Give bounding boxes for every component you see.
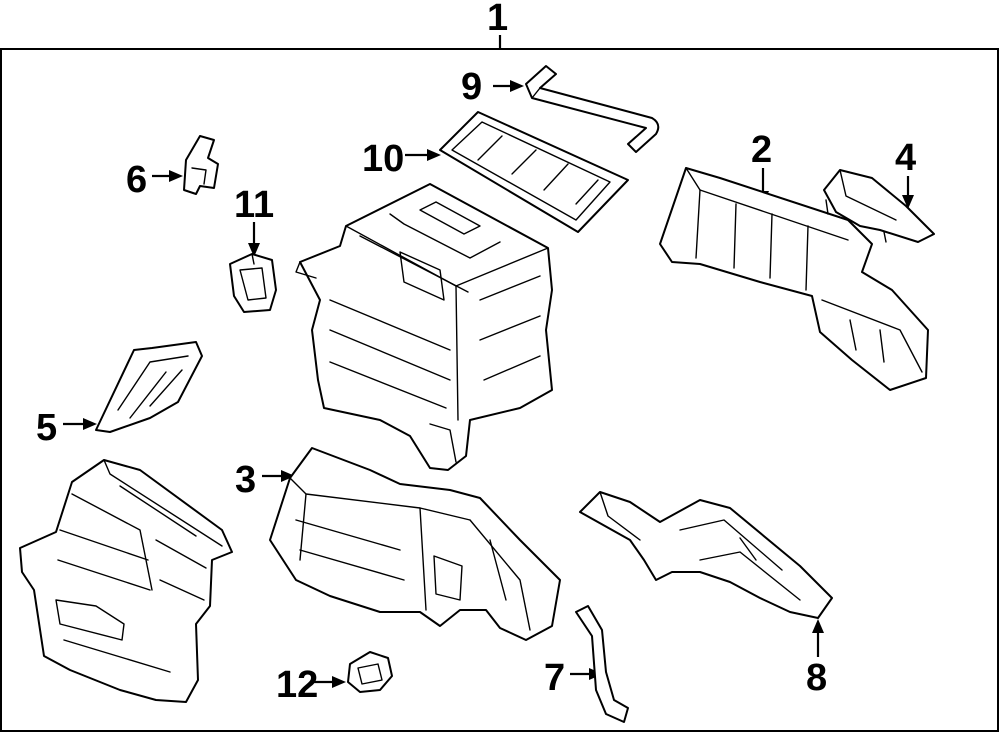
part-4-duct[interactable] bbox=[823, 169, 935, 243]
callout-10[interactable]: 10 bbox=[362, 138, 404, 180]
callout-11[interactable]: 11 bbox=[234, 184, 274, 226]
callout-7[interactable]: 7 bbox=[544, 657, 565, 699]
callout-6[interactable]: 6 bbox=[126, 159, 147, 201]
part-11-actuator[interactable] bbox=[229, 253, 277, 313]
part-8-duct[interactable] bbox=[579, 491, 833, 619]
callout-8[interactable]: 8 bbox=[806, 657, 827, 699]
part-5-panel[interactable] bbox=[95, 341, 203, 433]
callout-4[interactable]: 4 bbox=[895, 137, 916, 179]
callout-5[interactable]: 5 bbox=[36, 407, 57, 449]
part-10-filter-cover[interactable] bbox=[439, 111, 629, 233]
part-7-hose[interactable] bbox=[575, 605, 629, 723]
callout-3[interactable]: 3 bbox=[235, 459, 256, 501]
part-3-lower-case[interactable] bbox=[269, 447, 561, 641]
callout-1[interactable]: 1 bbox=[487, 0, 508, 39]
callout-9[interactable]: 9 bbox=[461, 66, 482, 108]
part-2-duct[interactable] bbox=[659, 167, 929, 391]
leader-lines bbox=[63, 80, 914, 688]
part-6-bracket[interactable] bbox=[183, 135, 219, 195]
callout-2[interactable]: 2 bbox=[751, 129, 772, 171]
blower-housing[interactable] bbox=[19, 459, 233, 703]
part-12-sensor[interactable] bbox=[347, 651, 393, 693]
assembly-frame bbox=[0, 35, 999, 732]
callout-12[interactable]: 12 bbox=[276, 664, 318, 706]
part-9-hose[interactable] bbox=[525, 65, 660, 153]
main-hvac-housing[interactable] bbox=[295, 183, 553, 471]
